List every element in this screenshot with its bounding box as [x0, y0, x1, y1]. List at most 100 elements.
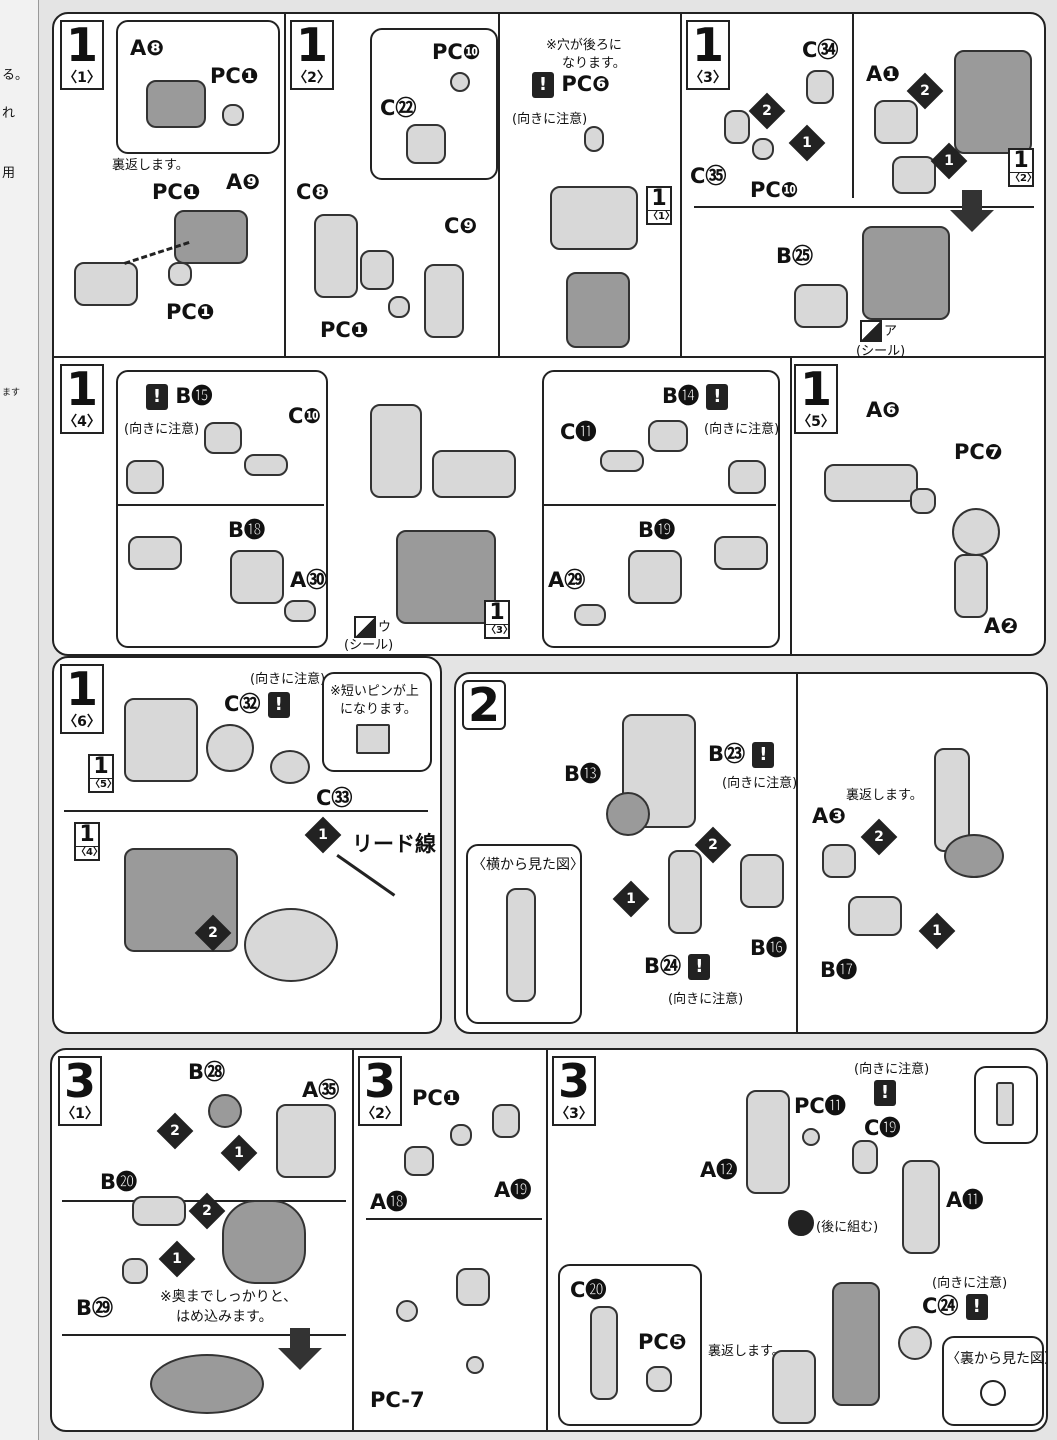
part-shape [222, 104, 244, 126]
orientation-note: (向きに注意) [854, 1062, 930, 1077]
part-shape [356, 724, 390, 754]
part-label: A㉟ [302, 1078, 340, 1102]
step-order-marker: 1 [918, 912, 956, 950]
part-shape [980, 1380, 1006, 1406]
part-label: C㉟ [690, 164, 727, 188]
part-shape [934, 748, 970, 852]
part-shape [648, 420, 688, 452]
orientation-note: ※穴が後ろに [546, 38, 622, 53]
substep-label: 〈1〉 [60, 68, 104, 90]
down-arrow-icon [278, 1328, 322, 1370]
insert-note: ※奥までしっかりと、 [160, 1289, 298, 1305]
part-shape [646, 1366, 672, 1392]
sticker-note: (シール) [344, 638, 394, 653]
part-shape [276, 1104, 336, 1178]
part-shape [506, 888, 536, 1002]
part-shape [466, 1356, 484, 1374]
part-shape [314, 214, 358, 298]
caution-icon: ! [532, 72, 554, 98]
part-label: B⓮ ! [662, 380, 729, 410]
part-shape [954, 554, 988, 618]
part-shape [590, 1306, 618, 1400]
part-shape [746, 1090, 790, 1194]
part-shape [270, 750, 310, 784]
margin-text: る。 [2, 68, 29, 83]
side-view-label: 〈横から見た図〉 [472, 857, 584, 873]
reference-marker: 1〈4〉 [74, 822, 103, 861]
part-shape [230, 550, 284, 604]
reference-marker: 1〈3〉 [484, 600, 513, 639]
part-shape [550, 186, 638, 250]
part-label: C㉞ [802, 38, 839, 62]
part-shape [146, 80, 206, 128]
step-order-marker: 1 [612, 880, 650, 918]
part-label: B⓴ [100, 1170, 138, 1194]
step-order-marker: 2 [194, 914, 232, 952]
part-label: A㉚ [290, 568, 328, 592]
step-order-marker: 1 [220, 1134, 258, 1172]
panel-step2: 2 B㉓ ! (向きに注意) B⓭ 2 〈横から見た図〉 1 B⓰ B㉔ ! (… [454, 672, 1048, 1034]
part-shape [396, 530, 496, 624]
part-label: PC❶ [166, 300, 215, 324]
orientation-note: (向きに注意) [124, 422, 200, 437]
part-label: ! B⓯ [146, 380, 212, 410]
part-label: B⓳ [638, 518, 676, 542]
step-number: 1 [290, 20, 334, 70]
part-shape [874, 100, 918, 144]
orientation-note: (向きに注意) [722, 776, 798, 791]
part-shape [852, 1140, 878, 1174]
step-order-marker: 2 [748, 92, 786, 130]
margin-text: 用 [2, 166, 16, 181]
substep-label: 〈3〉 [686, 68, 730, 90]
step-number: 1 [60, 364, 104, 414]
flip-note: 裏返します。 [112, 158, 189, 173]
part-shape [832, 1282, 880, 1406]
part-label: A⓬ [700, 1158, 738, 1182]
part-shape [244, 908, 338, 982]
part-label: C❾ [444, 214, 478, 238]
sticker-icon [354, 616, 376, 638]
part-label: A㉙ [548, 568, 586, 592]
part-label: PC-7 [370, 1388, 425, 1412]
part-shape [740, 854, 784, 908]
part-shape [396, 1300, 418, 1322]
orientation-note: なります。 [562, 56, 626, 71]
part-label: PC⓫ [794, 1094, 846, 1118]
part-label: C⓴ [570, 1278, 607, 1302]
part-shape [126, 460, 164, 494]
part-shape [822, 844, 856, 878]
part-label: B㉔ ! [644, 950, 711, 980]
part-shape [606, 792, 650, 836]
part-label: B㉘ [188, 1060, 226, 1084]
part-shape [824, 464, 918, 502]
part-label: A❻ [866, 398, 901, 422]
orientation-note: (向きに注意) [512, 112, 588, 127]
part-shape [944, 834, 1004, 878]
part-shape [208, 1094, 242, 1128]
part-label: C㉜ ! [224, 688, 290, 718]
part-shape [996, 1082, 1014, 1126]
part-shape [802, 1128, 820, 1146]
part-shape [566, 272, 630, 348]
part-shape [284, 600, 316, 622]
sticker-note: (シール) [856, 344, 906, 359]
part-label: C⓳ [864, 1116, 901, 1140]
part-label: PC❶ [320, 318, 369, 342]
part-shape [902, 1160, 940, 1254]
part-label: リード線 [352, 832, 436, 856]
part-shape [724, 110, 750, 144]
part-shape [450, 1124, 472, 1146]
part-shape [222, 1200, 306, 1284]
part-shape [954, 50, 1032, 154]
step-order-marker: 1 [304, 816, 342, 854]
part-shape [122, 1258, 148, 1284]
margin-text: ます [2, 388, 21, 398]
part-label: A⓳ [494, 1178, 532, 1202]
part-label: PC❶ [152, 180, 201, 204]
part-shape [74, 262, 138, 306]
part-label: ! PC❻ [532, 72, 610, 98]
part-label: A❷ [984, 614, 1019, 638]
part-shape [204, 422, 242, 454]
caution-icon: ! [874, 1080, 896, 1106]
part-shape [168, 262, 192, 286]
